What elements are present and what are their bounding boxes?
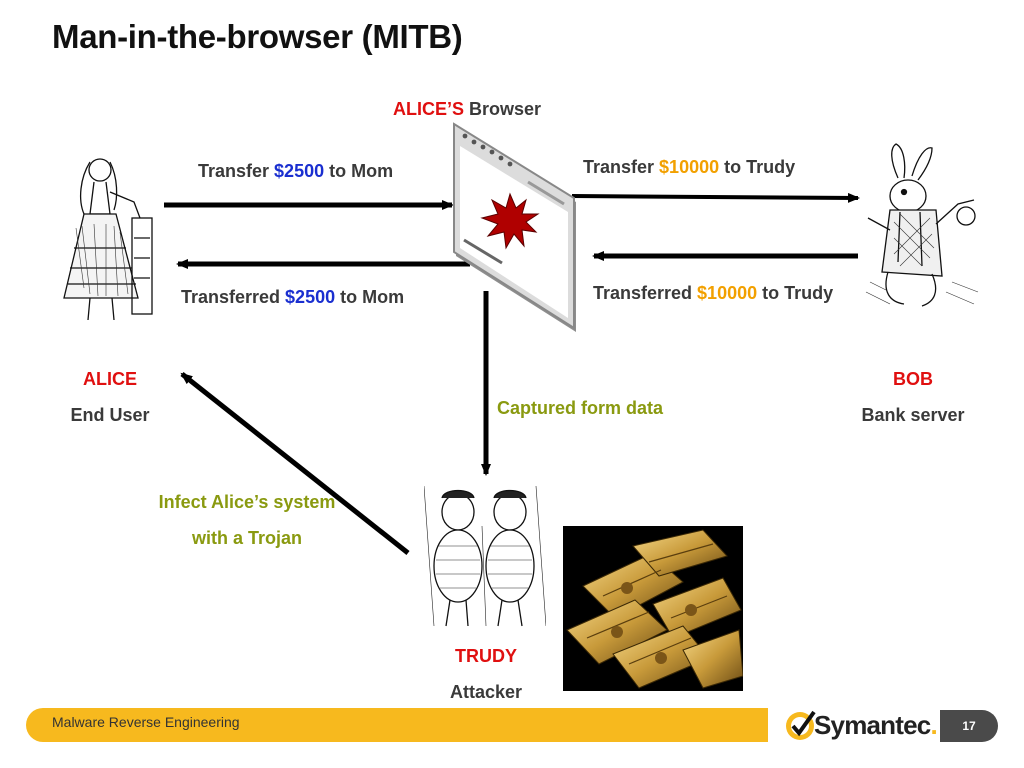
- alice-name-label: ALICE: [83, 369, 137, 389]
- label-text-suffix: to Trudy: [757, 283, 834, 303]
- tweedle-twins-illustration-icon: [424, 486, 546, 630]
- amount-2500: $2500: [285, 287, 336, 307]
- brand-dot: .: [930, 710, 937, 740]
- label-text-suffix: to Mom: [324, 161, 394, 181]
- label-browser-to-alice: Transferred $2500 to Mom: [181, 287, 404, 308]
- arrow-browser-to-bob: [571, 192, 860, 203]
- amount-10000: $10000: [697, 283, 758, 303]
- label-alice-to-browser: Transfer $2500 to Mom: [198, 161, 393, 182]
- browser-owner-label: ALICE’S: [393, 99, 465, 119]
- label-text-prefix: Transferred: [181, 287, 286, 307]
- label-captured-form-data: Captured form data: [497, 398, 664, 418]
- slide-title: Man-in-the-browser (MITB): [52, 18, 463, 55]
- label-infect-line1: Infect Alice’s system: [158, 492, 336, 512]
- trudy-role-label: Attacker: [449, 682, 523, 702]
- bob-name-label: BOB: [893, 369, 933, 389]
- label-bob-to-browser: Transferred $10000 to Trudy: [593, 283, 833, 304]
- amount-2500: $2500: [274, 161, 325, 181]
- browser-word-label: Browser: [469, 99, 542, 119]
- label-text-suffix: to Mom: [335, 287, 405, 307]
- footer-bar: [26, 708, 768, 742]
- label-text-prefix: Transferred: [593, 283, 698, 303]
- bob-role-label: Bank server: [861, 405, 965, 425]
- browser-window-icon: [453, 122, 576, 332]
- amount-10000: $10000: [659, 157, 720, 177]
- brand-text: Symantec: [814, 710, 931, 740]
- alice-role-label: End User: [70, 405, 150, 425]
- browser-caption: ALICE’S Browser: [393, 99, 541, 120]
- malware-splat-icon: [480, 192, 540, 250]
- alice-illustration-icon: [54, 148, 160, 324]
- brand-name: Symantec.: [814, 710, 938, 741]
- footer-text: Malware Reverse Engineering: [52, 714, 240, 730]
- symantec-checkmark-logo-icon: [786, 710, 816, 740]
- label-text-suffix: to Trudy: [719, 157, 796, 177]
- label-infect-line2: with a Trojan: [191, 528, 302, 548]
- label-text-prefix: Transfer: [198, 161, 275, 181]
- label-text-prefix: Transfer: [583, 157, 660, 177]
- trudy-name-label: TRUDY: [455, 646, 517, 666]
- cash-stacks-photo-icon: [563, 526, 743, 691]
- label-browser-to-bob: Transfer $10000 to Trudy: [583, 157, 795, 178]
- white-rabbit-illustration-icon: [860, 142, 984, 310]
- arrow-trudy-to-alice: [180, 372, 410, 555]
- page-number: 17: [940, 710, 998, 742]
